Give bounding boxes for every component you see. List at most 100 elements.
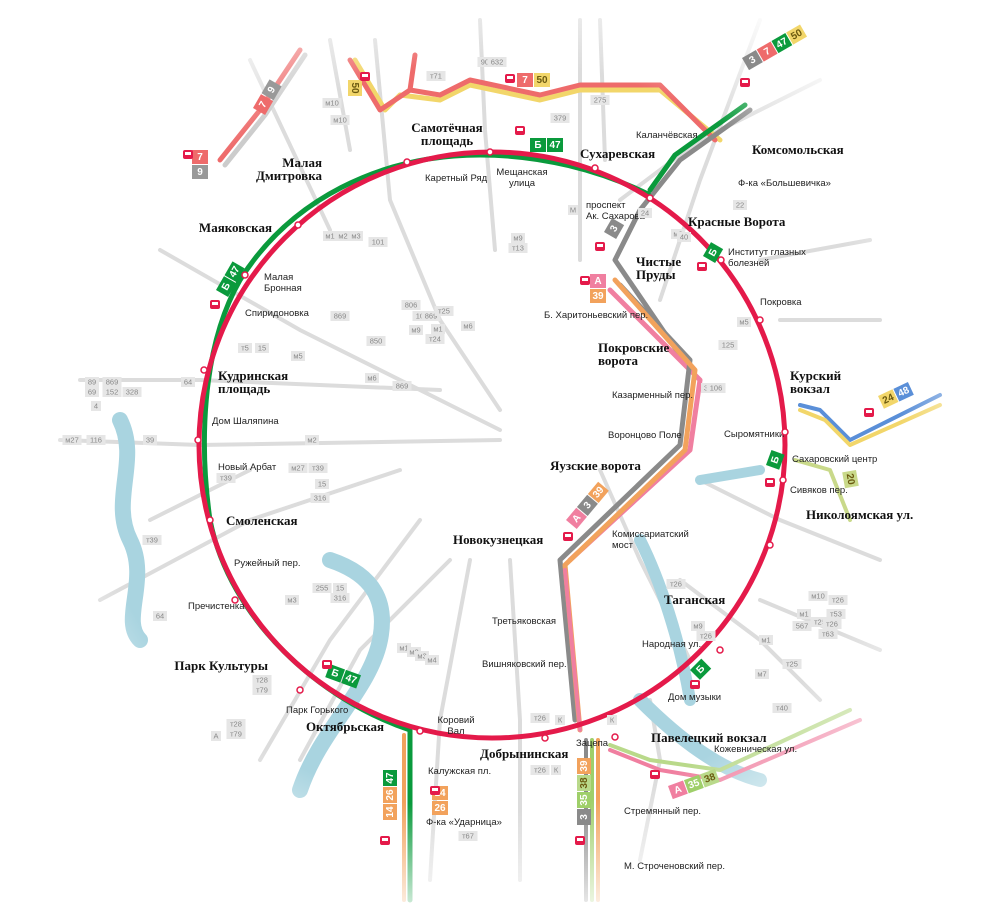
ring-stop-dot [716,646,724,654]
ring-stop-dot [241,271,249,279]
route-badge-label: 14 [434,788,446,799]
station-yauzskie-vorota: Яузские ворота [550,458,641,473]
stop-korovy-val-line2: Вал [447,726,464,737]
route-badge-label: 9 [266,85,279,96]
tram-icon [505,74,515,83]
route-badge-label: 14 [385,806,396,818]
route-badge-label: 35 [579,794,590,806]
stop-dom-muzyki: Дом музыки [668,692,721,703]
ring-stop-dot [200,366,208,374]
street-route-tag [718,340,738,350]
ring-stop-dot [403,158,411,166]
route-badge-label: А [594,276,601,287]
street-route-tag-label: т26 [832,596,844,605]
tram-icon-window [507,76,513,79]
stop-prosp-sakharova-line2: Ак. Сахарова [586,211,645,222]
station-nikolo: Николоямская ул. [806,507,913,522]
street-route-tag [401,300,421,310]
ring-stop-dot [766,541,774,549]
street-route-tag [666,579,686,589]
street-route-tag-label: 24 [641,209,649,218]
street-route-tag [255,343,269,353]
street-route-tag-label: м27 [65,436,79,445]
tram-icon [864,408,874,417]
tram-icon [650,770,660,779]
route-badge-label: 39 [592,291,604,302]
street-route-tag-label: т28 [230,720,242,729]
tram-icon [690,680,700,689]
route-badge-label: 39 [579,760,590,772]
street-route-tag-label: 567 [796,622,809,631]
station-dobryninskaya: Добрынинская [480,746,568,761]
route-badge-label: Б [707,247,720,259]
tram-icon-window [324,662,330,665]
street-route-tag [421,311,441,321]
street-route-tag [226,719,246,729]
street-route-tag-label: м9 [693,622,702,631]
street-route-tag [638,208,652,218]
street-route-tag-label: т26 [534,714,546,723]
stop-pokrovka: Покровка [760,297,802,308]
route-badge-plate [893,382,914,402]
route-badge-plate [383,770,397,786]
street-route-tag [782,659,802,669]
stop-b-kharitonevsky: Б. Харитоньевский пер. [544,310,648,321]
street-route-tag [733,200,747,210]
route-badge-label: Б [220,281,233,293]
tram-icon-window [432,788,438,791]
street-route-tag [458,831,478,841]
route-badge-label: 47 [385,772,396,784]
street-route-tag-label: 379 [554,114,567,123]
street-route-tag-label: т26 [534,766,546,775]
ring-stop-dot [231,596,239,604]
street-route-tag-label: м3 [287,596,296,605]
route-badge-plate [215,276,237,297]
street-route-tag-label: м7 [757,670,766,679]
tram-icon [515,126,525,135]
station-paveletskiy: Павелецкий вокзал [651,730,767,745]
street-route-tag [288,463,308,473]
street-route-tag [252,685,272,695]
street-route-tag [368,237,388,247]
street-route-tag [310,493,330,503]
tram-icon [580,276,590,285]
street-route-tag-label: 22 [736,201,744,210]
stop-zatsepa: Зацепа [576,738,609,749]
route-badge-plate [577,792,591,808]
route-badge-plate [699,768,720,788]
route-badge-plate [383,787,397,803]
street-route-tag [555,715,565,725]
street-route-tag [330,593,350,603]
street-route-tag [336,231,350,241]
stop-syromyatniki: Сыромятники [724,429,784,440]
ring-stop-dot [206,516,214,524]
street-route-tag [426,71,446,81]
street-route-tag-label: т28 [256,676,268,685]
ring-stop-dot [194,436,202,444]
route-badge: 20 [842,469,859,489]
route-badge-label: 3 [582,500,594,512]
route-badge-label: 26 [385,789,396,801]
street-route-tag-label: 632 [491,58,504,67]
tram-icon [322,660,332,669]
route-badge-plate [690,658,712,680]
street-route-tag [607,715,617,725]
stop-fka-udarnitsa: Ф-ка «Ударница» [426,817,502,828]
street-route-tag-label: т53 [830,610,842,619]
street-route-tag [677,232,691,242]
street-route-tag-label: 69 [88,388,96,397]
route-badge-plate [590,289,606,303]
stop-malaya-bronnaya: Малая [264,272,293,283]
route-badge-plate [547,138,563,152]
station-kurskiy-vokzal-line2: вокзал [790,381,830,396]
street-route-tag [142,535,162,545]
route-badge-plate [604,218,625,240]
route-badge-plate [786,24,808,45]
street-route-tag-label: 850 [370,337,383,346]
route-badge-label: А [673,784,684,797]
street-route-tag-label: м5 [293,352,302,361]
street-route-tag-label: 907 [481,58,494,67]
route-badge-plate [667,780,688,800]
